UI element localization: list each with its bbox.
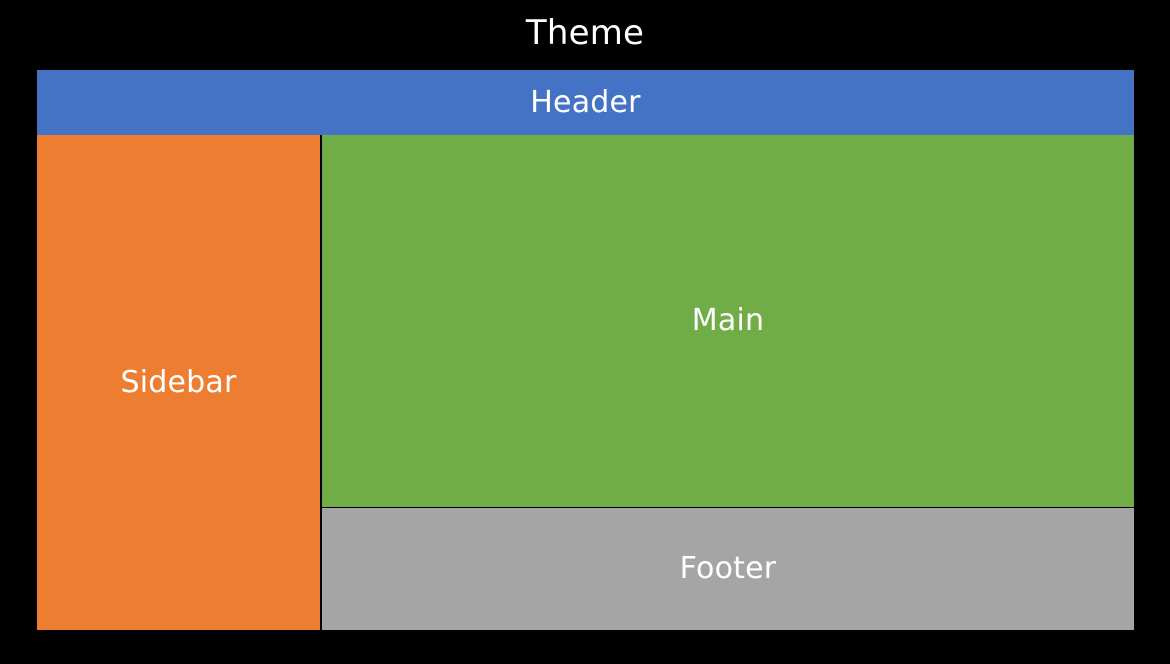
- region-header-label: Header: [530, 84, 641, 120]
- region-header[interactable]: Header: [37, 70, 1134, 135]
- region-sidebar-label: Sidebar: [120, 364, 237, 400]
- region-main-label: Main: [691, 303, 765, 338]
- region-footer-label: Footer: [679, 551, 777, 586]
- region-main[interactable]: Main: [322, 135, 1134, 507]
- region-sidebar[interactable]: Sidebar: [37, 135, 320, 630]
- region-footer[interactable]: Footer: [322, 508, 1134, 630]
- page-title: Theme: [525, 13, 645, 53]
- page-layout-diagram: Header Sidebar Main Footer: [37, 70, 1134, 630]
